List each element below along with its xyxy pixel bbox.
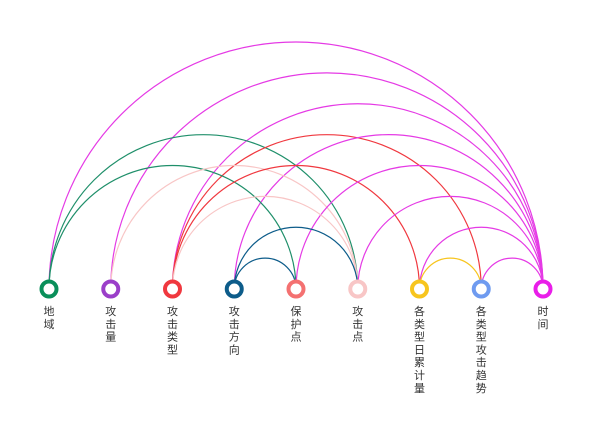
node-label-n7: 各类型日累计量 bbox=[414, 304, 425, 395]
node-label-n5: 保护点 bbox=[291, 304, 302, 344]
node-labels: 地域 攻击量 攻击类型 攻击方向 保护点 攻击点 各类型日累计量 各类型攻击趋势 时间 bbox=[44, 304, 549, 395]
arc-n8-n9 bbox=[480, 257, 544, 290]
node-label-n6: 攻击点 bbox=[352, 304, 363, 344]
node-label-n2: 攻击量 bbox=[105, 304, 116, 344]
arc-n6-n9 bbox=[357, 195, 544, 290]
arc-n3-n9 bbox=[171, 103, 544, 290]
node-label-n8: 各类型攻击趋势 bbox=[476, 304, 487, 395]
arc-n3-n8 bbox=[171, 134, 482, 290]
node-label-n9: 时间 bbox=[538, 305, 549, 331]
arc-n7-n8 bbox=[418, 257, 482, 290]
arc-n2-n6 bbox=[110, 164, 359, 290]
node-label-n1: 地域 bbox=[44, 305, 55, 331]
node-n3[interactable] bbox=[163, 279, 182, 299]
node-n9[interactable] bbox=[533, 279, 553, 299]
arc-n4-n9 bbox=[233, 134, 544, 290]
arc-n7-n9 bbox=[418, 226, 544, 290]
diagram-nodes bbox=[39, 279, 553, 299]
node-n6[interactable] bbox=[348, 279, 368, 299]
arc-n3-n6 bbox=[171, 195, 359, 290]
node-n2[interactable] bbox=[101, 279, 121, 299]
arc-n4-n5 bbox=[233, 257, 297, 290]
node-n5[interactable] bbox=[286, 279, 306, 299]
node-n7[interactable] bbox=[410, 279, 429, 299]
node-label-n4: 攻击方向 bbox=[229, 304, 240, 356]
arc-n1-n6 bbox=[48, 134, 359, 290]
node-n1[interactable] bbox=[39, 279, 59, 299]
arc-n5-n9 bbox=[295, 164, 544, 290]
arc-n3-n7 bbox=[171, 164, 421, 290]
arc-n1-n9 bbox=[48, 41, 544, 290]
node-n8[interactable] bbox=[471, 279, 491, 299]
arc-n4-n6 bbox=[233, 226, 359, 290]
node-n4[interactable] bbox=[224, 279, 244, 299]
arc-n1-n5 bbox=[48, 164, 297, 290]
arc-n2-n9 bbox=[110, 72, 544, 290]
node-label-n3: 攻击类型 bbox=[167, 304, 178, 356]
arc-links bbox=[48, 41, 544, 290]
